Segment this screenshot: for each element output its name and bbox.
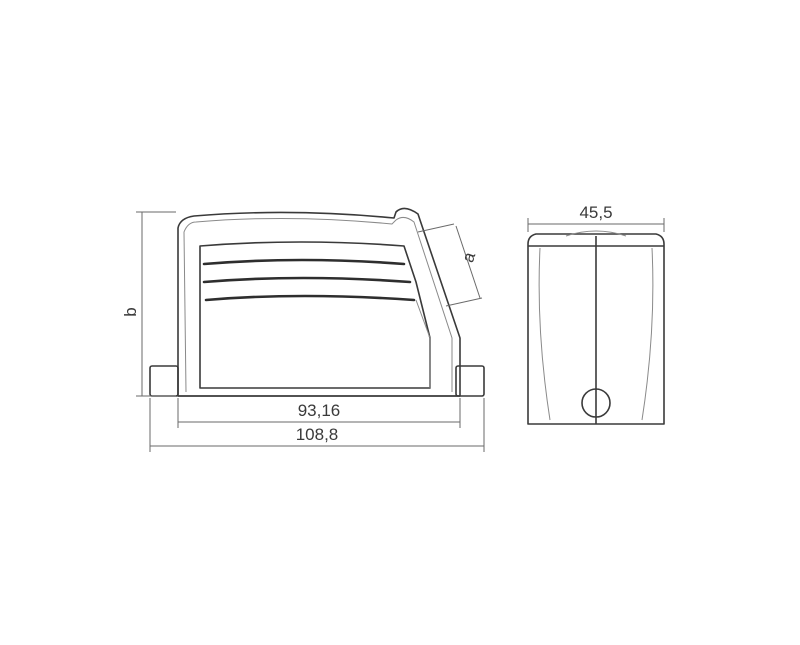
lever-slant [415, 299, 431, 339]
dimension-overall-width-label: 108,8 [296, 425, 339, 444]
dimension-depth-label: 45,5 [579, 203, 612, 222]
cable-entry [581, 388, 611, 418]
locking-lever [199, 241, 431, 389]
dimension-a-label: a [458, 249, 479, 264]
left-flange [149, 365, 179, 397]
side-top-dome [565, 230, 627, 237]
right-flange [455, 365, 485, 397]
side-view: 45,5 [527, 203, 665, 425]
side-inner-left [538, 247, 551, 421]
lever-rib-1 [202, 258, 406, 266]
lever-rib-2 [202, 276, 412, 284]
side-body [527, 233, 665, 425]
dimension-inner-width-label: 93,16 [298, 401, 341, 420]
housing-inner-contour [183, 216, 453, 393]
dimension-depth: 45,5 [527, 203, 665, 232]
dimension-inner-width: 93,16 [177, 398, 461, 428]
lever-rib-3 [204, 294, 416, 302]
dimension-overall-width: 108,8 [149, 398, 485, 452]
side-inner-right [641, 247, 654, 421]
dimension-b: b [121, 211, 176, 397]
dimension-b-label: b [121, 307, 140, 316]
housing-outline [177, 207, 461, 397]
front-view: b a 93,16 108,8 [121, 207, 485, 452]
